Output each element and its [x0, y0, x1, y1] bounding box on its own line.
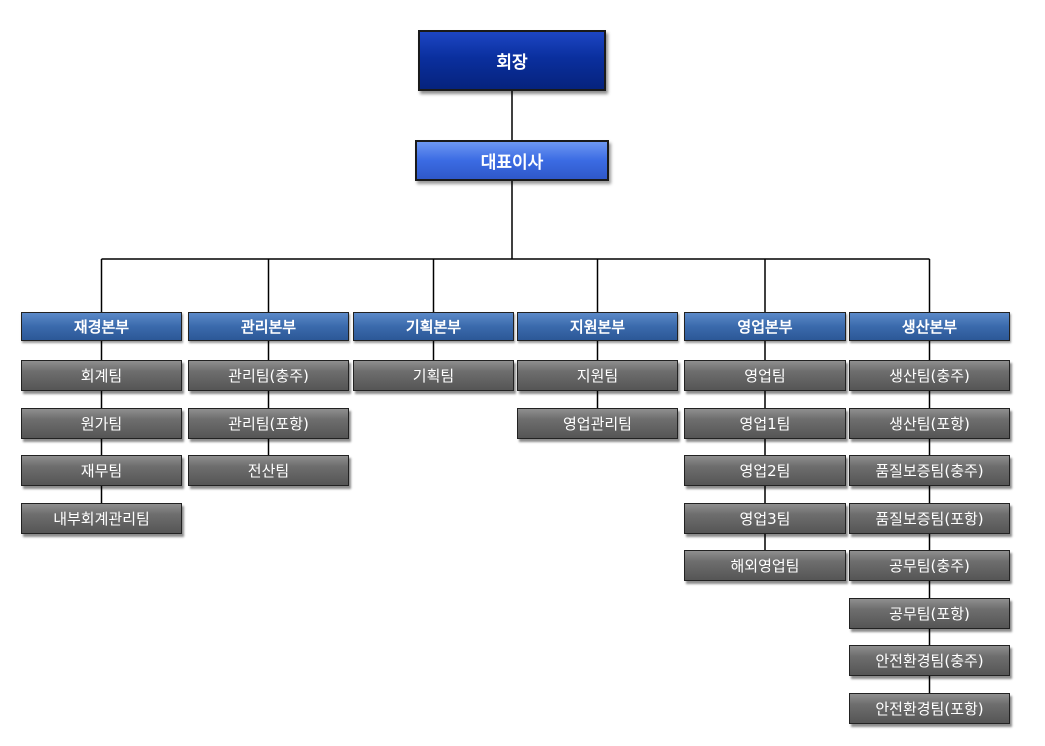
team-box[interactable]: 품질보증팀(포항)	[849, 503, 1010, 534]
team-box[interactable]: 원가팀	[21, 408, 182, 439]
team-box[interactable]: 재무팀	[21, 455, 182, 486]
team-box[interactable]: 안전환경팀(충주)	[849, 645, 1010, 676]
ceo-box[interactable]: 대표이사	[415, 140, 609, 181]
division-box[interactable]: 영업본부	[684, 312, 846, 341]
team-box[interactable]: 공무팀(충주)	[849, 550, 1010, 581]
team-box[interactable]: 생산팀(포항)	[849, 408, 1010, 439]
team-box[interactable]: 회계팀	[21, 360, 182, 391]
team-box[interactable]: 영업관리팀	[517, 408, 678, 439]
team-box[interactable]: 관리팀(포항)	[188, 408, 349, 439]
division-box[interactable]: 재경본부	[21, 312, 182, 341]
team-box[interactable]: 지원팀	[517, 360, 678, 391]
team-box[interactable]: 영업3팀	[684, 503, 846, 534]
team-box[interactable]: 관리팀(충주)	[188, 360, 349, 391]
division-box[interactable]: 지원본부	[517, 312, 678, 341]
team-box[interactable]: 공무팀(포항)	[849, 598, 1010, 629]
team-box[interactable]: 생산팀(충주)	[849, 360, 1010, 391]
division-box[interactable]: 관리본부	[188, 312, 349, 341]
team-box[interactable]: 해외영업팀	[684, 550, 846, 581]
chairman-box[interactable]: 회장	[418, 30, 606, 91]
division-box[interactable]: 생산본부	[849, 312, 1010, 341]
division-box[interactable]: 기획본부	[353, 312, 514, 341]
team-box[interactable]: 영업1팀	[684, 408, 846, 439]
team-box[interactable]: 기획팀	[353, 360, 514, 391]
team-box[interactable]: 안전환경팀(포항)	[849, 693, 1010, 724]
team-box[interactable]: 영업2팀	[684, 455, 846, 486]
team-box[interactable]: 전산팀	[188, 455, 349, 486]
team-box[interactable]: 내부회계관리팀	[21, 503, 182, 534]
team-box[interactable]: 영업팀	[684, 360, 846, 391]
team-box[interactable]: 품질보증팀(충주)	[849, 455, 1010, 486]
